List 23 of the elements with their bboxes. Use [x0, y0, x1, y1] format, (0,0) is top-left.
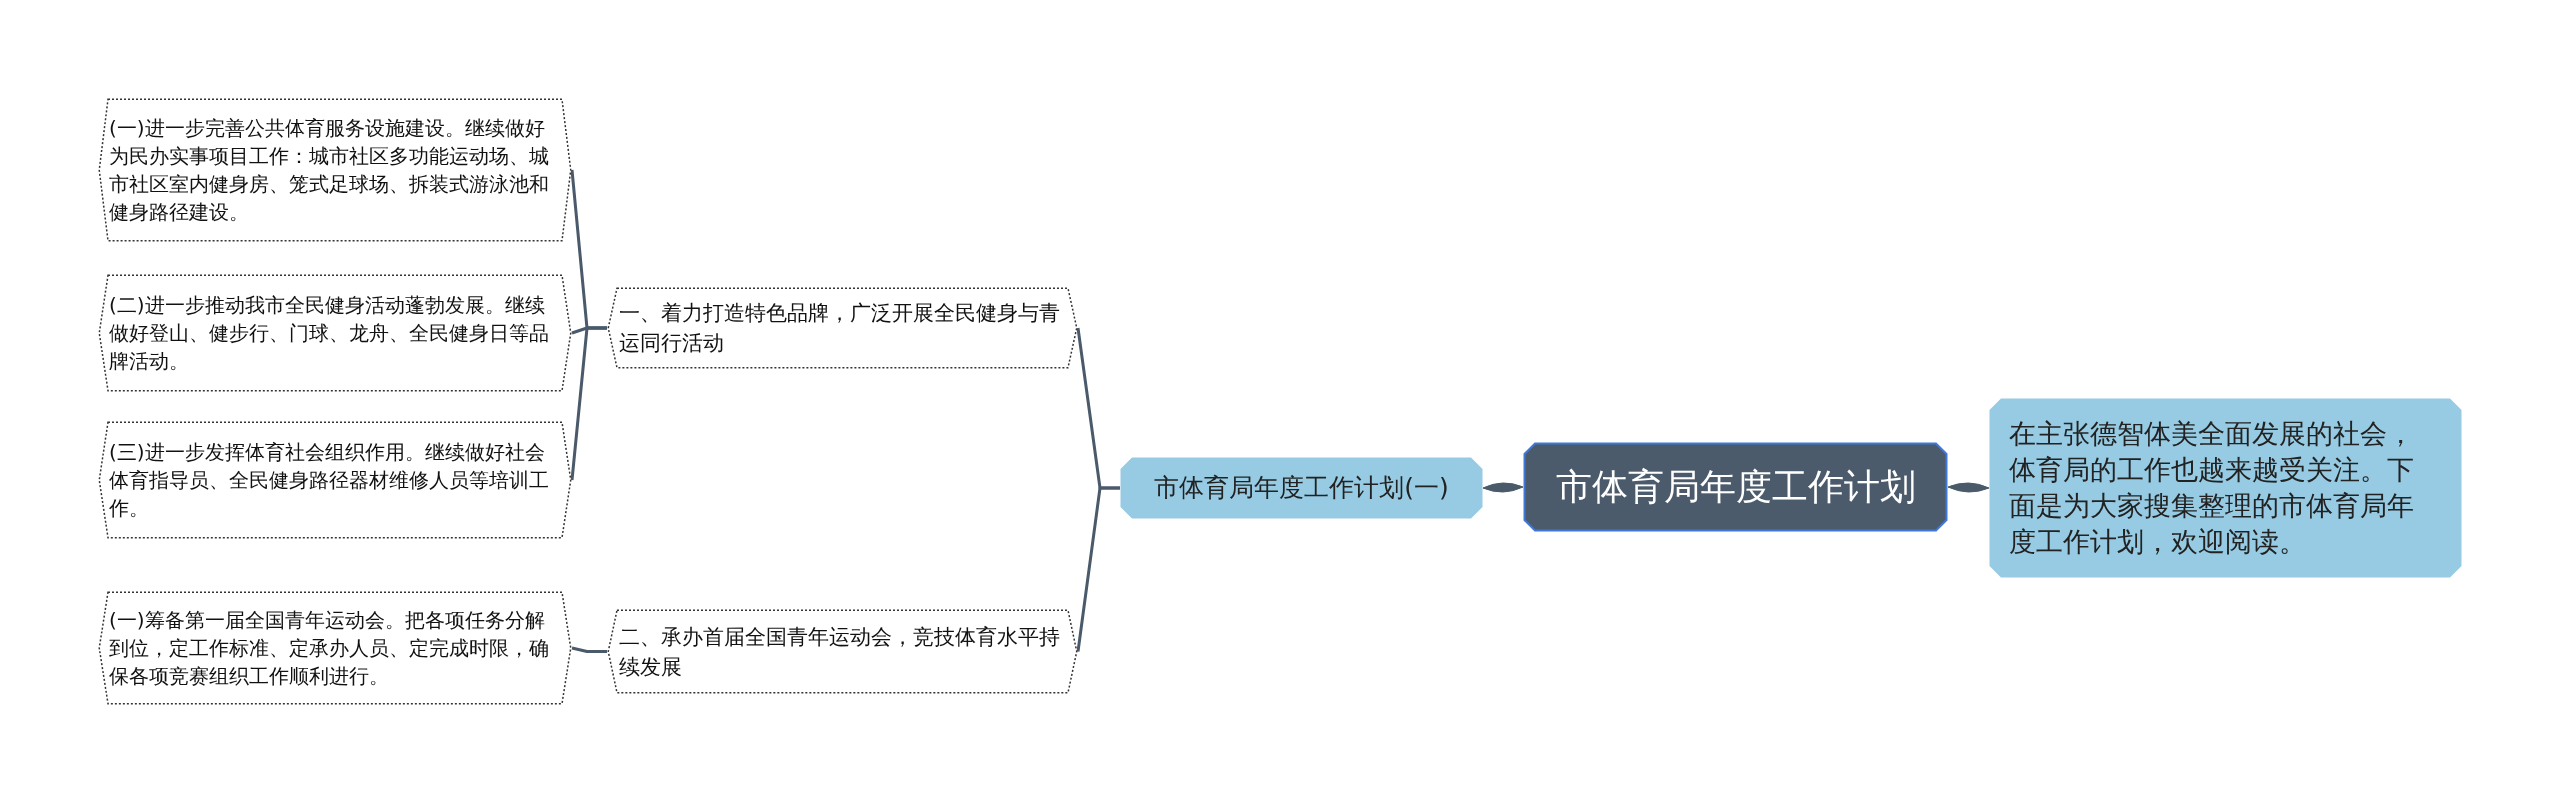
- topic-text: 在主张德智体美全面发展的社会，体育局的工作也越来越受关注。下面是为大家搜集整理的市体育局年度工作计划，欢迎阅读。: [2009, 417, 2415, 559]
- topic-text: 二、承办首届全国青年运动会，竞技体育水平持续发展: [619, 623, 1061, 681]
- topic-text: (三)进一步发挥体育社会组织作用。继续做好社会体育指导员、全民健身路径器材维修人员等培训工作。: [109, 439, 550, 522]
- leaf-node: [98, 591, 572, 705]
- connector-line: [1482, 482, 1524, 493]
- topic-text: 市体育局年度工作计划(一): [1154, 472, 1449, 504]
- topic-text: (一)进一步完善公共体育服务设施建设。继续做好为民办实事项目工作：城市社区多功能运动场、城市社区室内健身房、笼式足球场、拆装式游泳池和健身路径建设。: [109, 115, 550, 226]
- topic-text: 市体育局年度工作计划: [1555, 465, 1916, 509]
- branch-node: [607, 609, 1078, 694]
- summary-node: [1989, 398, 2462, 578]
- central-topic-node: [1523, 442, 1948, 532]
- leaf-node: [98, 274, 572, 392]
- connector-line: [1076, 486, 1120, 652]
- connector-line: [1947, 482, 1990, 493]
- connector-line: [571, 646, 607, 653]
- topic-text: (二)进一步推动我市全民健身活动蓬勃发展。继续做好登山、健步行、门球、龙舟、全民健身日等品牌活动。: [109, 292, 550, 375]
- topic-text: (一)筹备第一届全国青年运动会。把各项任务分解到位，定工作标准、定承办人员、定完成时限，确保各项竞赛组织工作顺利进行。: [109, 607, 550, 690]
- leaf-node: [98, 421, 572, 539]
- leaf-node: [98, 98, 572, 242]
- connector-line: [570, 326, 607, 481]
- topic-text: 一、着力打造特色品牌，广泛开展全民健身与青运同行活动: [619, 300, 1061, 357]
- branch-node: [607, 287, 1078, 369]
- subtopic-node: [1120, 457, 1483, 519]
